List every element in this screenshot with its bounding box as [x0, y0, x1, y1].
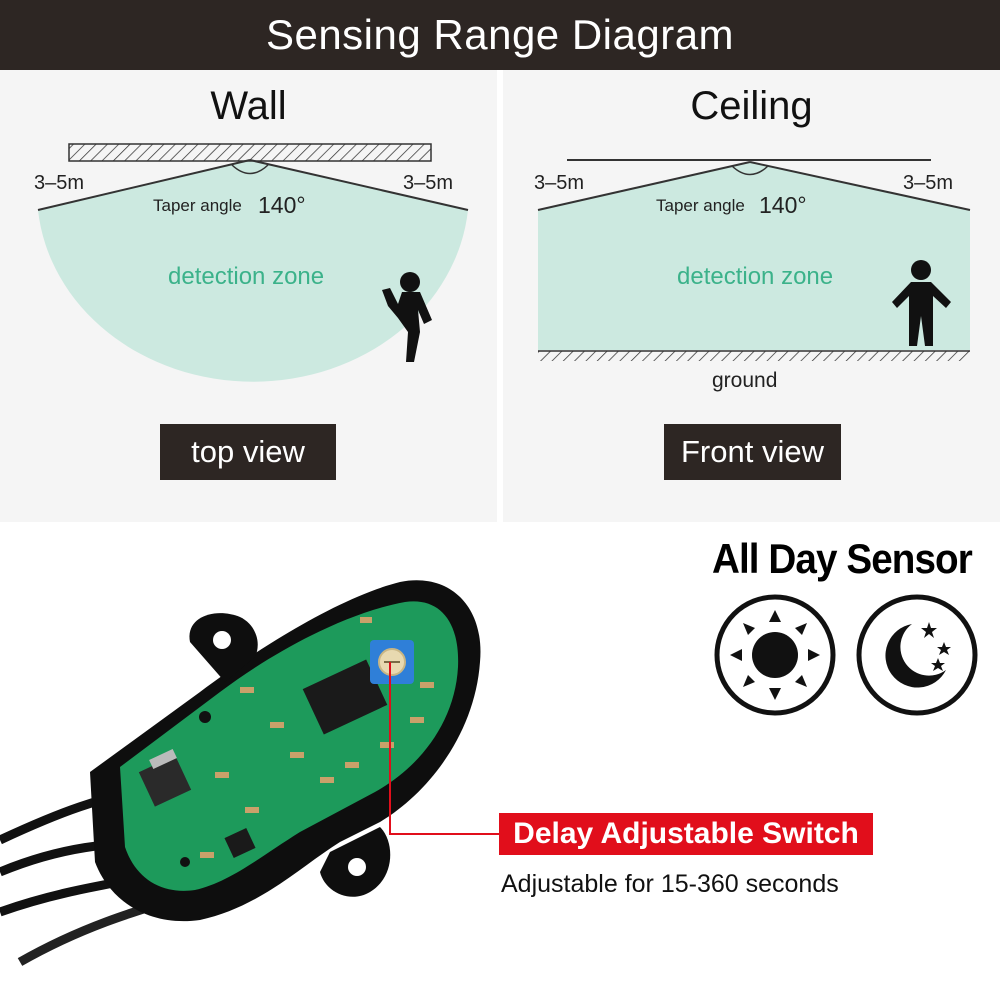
taper-angle-value: 140°: [258, 192, 306, 218]
pcb-hole: [199, 711, 211, 723]
mounting-hole: [213, 631, 231, 649]
delay-switch-callout: Delay Adjustable Switch: [499, 813, 873, 855]
person-icon: [382, 272, 432, 362]
detection-zone-label: detection zone: [168, 263, 324, 290]
ceiling-title: Ceiling: [690, 84, 813, 128]
range-line-right: [749, 161, 971, 211]
sensor-device-image: [0, 580, 499, 966]
ceiling-panel: 3–5m 3–5m Taper angle 140° detection zon…: [503, 70, 1000, 522]
taper-angle-value: 140°: [759, 192, 807, 218]
range-line-left: [37, 159, 251, 211]
person-icon: [892, 260, 951, 346]
range-left-label: 3–5m: [534, 172, 584, 194]
ground-label: ground: [712, 369, 777, 392]
regulator-chip: [138, 755, 192, 807]
regulator-tab: [149, 748, 177, 770]
front-view-label: Front view: [664, 424, 841, 480]
wall-diagram: 3–5m 3–5m Taper angle 140° detection zon…: [34, 143, 469, 382]
angle-arc: [231, 164, 269, 175]
all-day-sensor-heading: All Day Sensor: [712, 535, 973, 582]
wall-title: Wall: [210, 84, 287, 128]
range-line-left: [537, 161, 751, 211]
smd-components: [200, 617, 434, 858]
header-bar: Sensing Range Diagram: [0, 0, 1000, 70]
taper-angle-label: Taper angle: [656, 196, 745, 215]
detection-zone-shape: [538, 162, 970, 350]
ground-hatch: [538, 351, 970, 361]
detection-zone-shape: [38, 160, 468, 382]
mounting-hole: [348, 858, 366, 876]
detection-zone-label: detection zone: [677, 263, 833, 290]
ceiling-diagram: 3–5m 3–5m Taper angle 140° detection zon…: [534, 159, 971, 392]
delay-range-text: Adjustable for 15-360 seconds: [501, 870, 839, 898]
pcb-hole: [180, 857, 190, 867]
wall-panel: 3–5m 3–5m Taper angle 140° detection zon…: [0, 70, 497, 522]
range-left-label: 3–5m: [34, 172, 84, 194]
taper-angle-label: Taper angle: [153, 196, 242, 215]
callout-line: [389, 662, 499, 835]
transistor: [224, 827, 256, 859]
sun-icon: [714, 594, 836, 716]
angle-arc: [731, 165, 769, 176]
range-right-label: 3–5m: [903, 172, 953, 194]
moon-stars-icon: [856, 594, 978, 716]
page-title: Sensing Range Diagram: [265, 11, 735, 58]
range-right-label: 3–5m: [403, 172, 453, 194]
ic-chip: [302, 659, 388, 735]
wall-hatch: [68, 143, 432, 162]
top-view-label: top view: [160, 424, 336, 480]
range-line-right: [249, 159, 469, 211]
